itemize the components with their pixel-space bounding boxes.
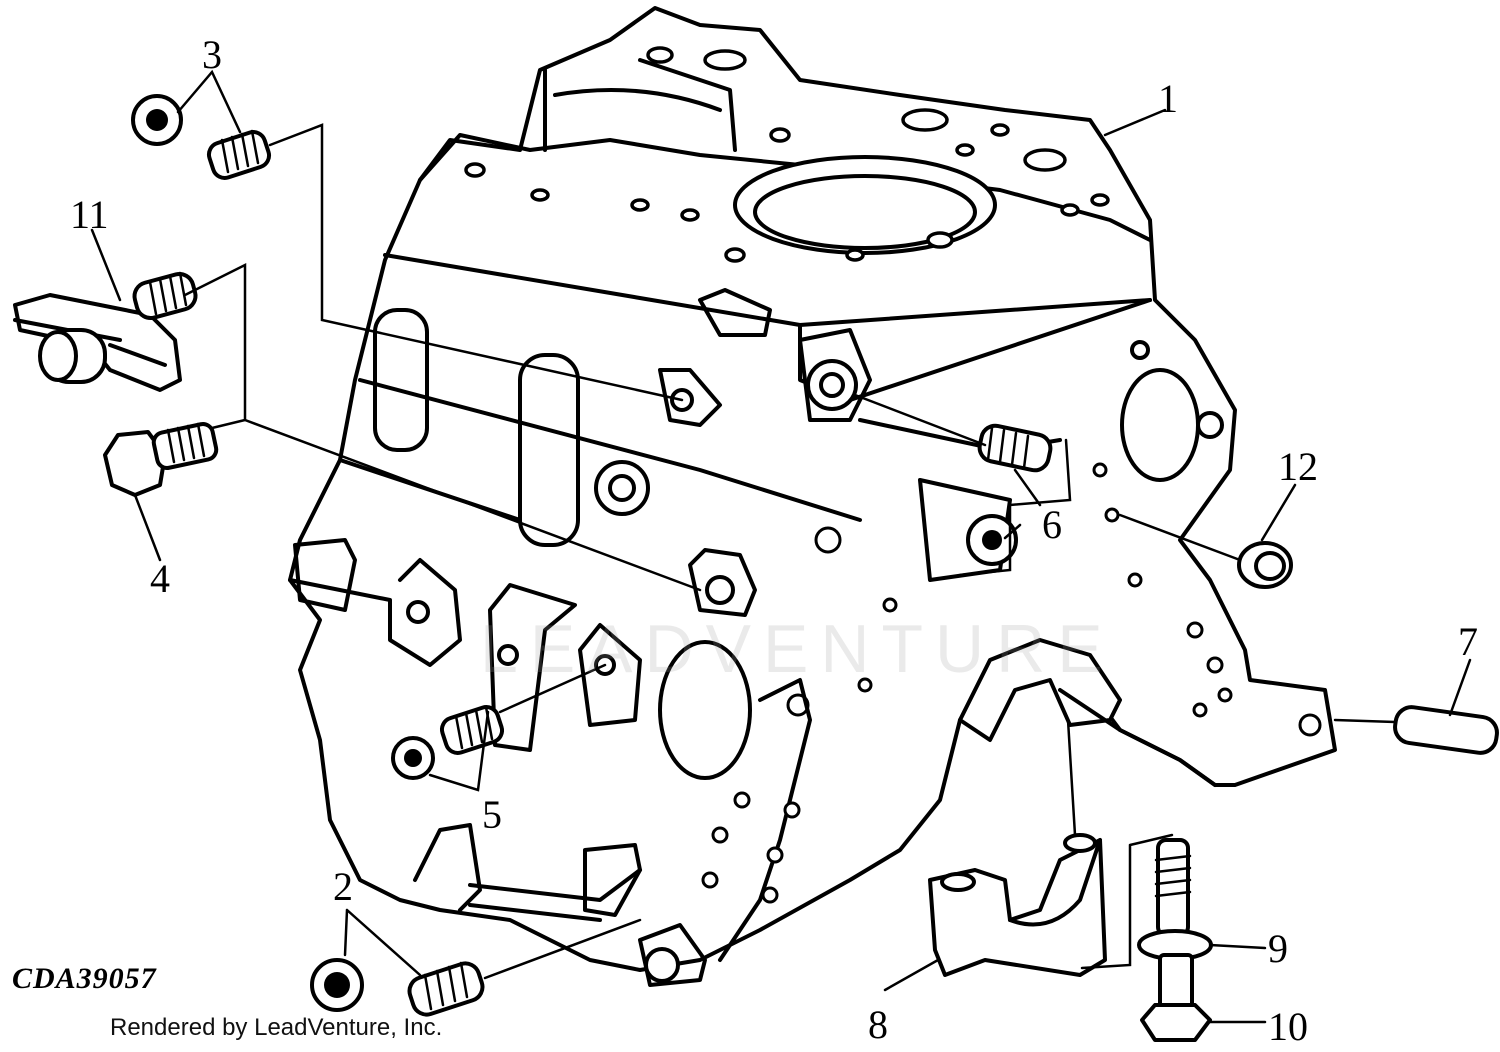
callout-10: 10 (1268, 1004, 1308, 1049)
clip-11 (13, 271, 198, 392)
callout-5: 5 (482, 792, 502, 837)
bearing-cap-8 (928, 833, 1107, 977)
callout-7: 7 (1458, 619, 1478, 664)
set-screw-3 (206, 129, 272, 180)
callout-11: 11 (70, 192, 109, 237)
callout-8: 8 (868, 1002, 888, 1047)
callout-1: 1 (1158, 76, 1178, 121)
leader-lines (90, 69, 1472, 1024)
callout-labels: 1 2 3 4 5 6 7 8 9 10 11 12 (70, 32, 1478, 1049)
cylinder-block (288, 6, 1337, 987)
callout-4: 4 (150, 556, 170, 601)
callout-12: 12 (1278, 444, 1318, 489)
callout-2: 2 (333, 864, 353, 909)
hex-bolt-4 (103, 422, 219, 497)
callout-9: 9 (1268, 926, 1288, 971)
figure-id: CDA39057 (12, 962, 157, 995)
credit-text: Rendered by LeadVenture, Inc. (110, 1014, 443, 1041)
callout-6: 6 (1042, 502, 1062, 547)
cap-screw-10 (1137, 838, 1213, 1042)
callout-3: 3 (202, 32, 222, 77)
watermark-logo: LeadVenture (480, 611, 1115, 687)
